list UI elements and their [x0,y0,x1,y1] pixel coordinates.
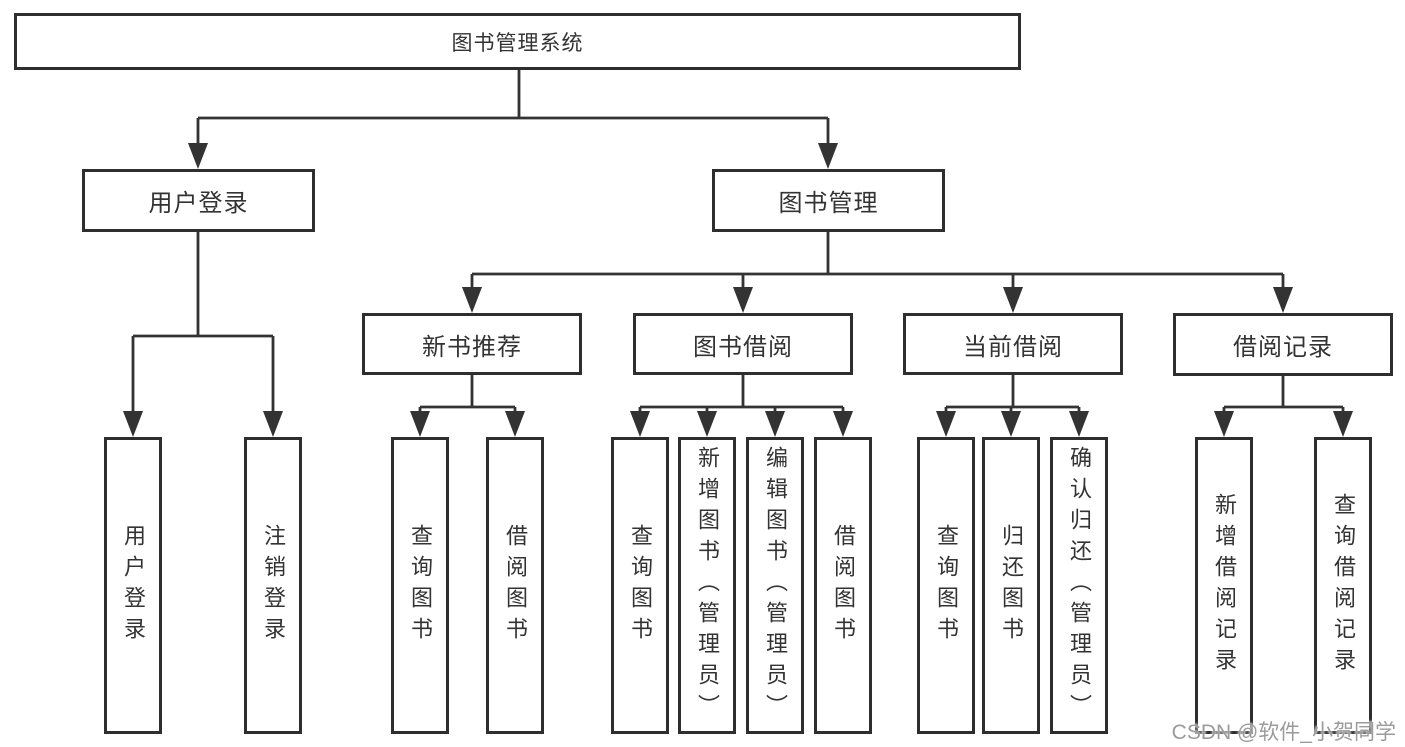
arrowhead [462,287,482,313]
node-book-management-label: 图书管理 [778,190,879,217]
arrowhead [505,411,525,437]
leaf-query-books-newrec-label: 查询图书 [408,523,433,648]
leaf-edit-books-admin-label: 编辑图书（管理员） [763,446,788,725]
leaf-borrow-books-newrec: 借阅图书 [486,437,544,734]
arrowhead [697,411,717,437]
connector-bookmgmt-to-level3 [470,232,1285,293]
leaf-logout-login-label: 注销登录 [261,523,286,648]
leaf-logout-login: 注销登录 [244,437,302,734]
leaf-add-borrow-record: 新增借阅记录 [1195,437,1253,734]
arrowhead [263,411,283,437]
arrowhead [188,143,208,169]
node-current-borrowing: 当前借阅 [903,313,1123,375]
leaf-confirm-return-admin: 确认归还（管理员） [1050,437,1108,734]
leaf-return-books: 归还图书 [982,437,1040,734]
node-borrow-records-label: 借阅记录 [1233,334,1333,361]
node-user-login-label: 用户登录 [148,190,249,217]
node-new-book-recommend: 新书推荐 [362,313,582,375]
leaf-query-books-current: 查询图书 [917,437,975,734]
leaf-add-borrow-record-label: 新增借阅记录 [1212,492,1237,679]
arrowhead [765,411,785,437]
leaf-edit-books-admin: 编辑图书（管理员） [746,437,804,734]
arrowhead [1333,411,1353,437]
connector-bookborrow-to-leaves [638,375,845,418]
arrowhead [1273,287,1293,313]
leaf-borrow-books-borrow: 借阅图书 [814,437,872,734]
connector-root-to-level2 [196,69,830,150]
leaf-add-books-admin-label: 新增图书（管理员） [695,446,720,725]
leaf-borrow-books-newrec-label: 借阅图书 [503,523,528,648]
leaf-confirm-return-admin-label: 确认归还（管理员） [1067,446,1092,725]
arrowhead [630,411,650,437]
leaf-query-books-borrow-label: 查询图书 [628,523,653,648]
node-current-borrowing-label: 当前借阅 [963,333,1063,361]
node-new-book-recommend-label: 新书推荐 [422,333,522,361]
arrowhead [123,411,143,437]
arrowhead [410,411,430,437]
arrowhead [818,143,838,169]
connector-userlogin-to-leaves [131,232,275,418]
arrowhead [1069,411,1089,437]
arrowhead [733,287,753,313]
arrowhead [1003,287,1023,313]
arrowhead [1001,411,1021,437]
node-root-label: 图书管理系统 [451,31,584,55]
watermark: CSDN @软件_小贺同学 [1171,721,1396,744]
connector-newbook-to-leaves [418,375,517,418]
leaf-add-books-admin: 新增图书（管理员） [678,437,736,734]
leaf-query-books-current-label: 查询图书 [934,523,959,648]
leaf-query-books-borrow: 查询图书 [611,437,669,734]
leaf-borrow-books-borrow-label: 借阅图书 [831,523,856,648]
leaf-user-login: 用户登录 [104,437,162,734]
leaf-query-borrow-record: 查询借阅记录 [1314,437,1372,734]
arrowhead [833,411,853,437]
node-book-borrowing: 图书借阅 [633,313,853,375]
leaf-query-books-newrec: 查询图书 [391,437,449,734]
leaf-user-login-label: 用户登录 [121,523,146,648]
node-user-login: 用户登录 [82,169,315,232]
connector-records-to-leaves [1222,376,1345,418]
arrowhead [1214,411,1234,437]
node-borrow-records: 借阅记录 [1173,313,1393,376]
node-root: 图书管理系统 [14,13,1021,70]
node-book-management: 图书管理 [712,169,945,232]
leaf-return-books-label: 归还图书 [999,523,1024,648]
leaf-query-borrow-record-label: 查询借阅记录 [1331,492,1356,679]
arrowhead [936,411,956,437]
node-book-borrowing-label: 图书借阅 [693,333,793,361]
